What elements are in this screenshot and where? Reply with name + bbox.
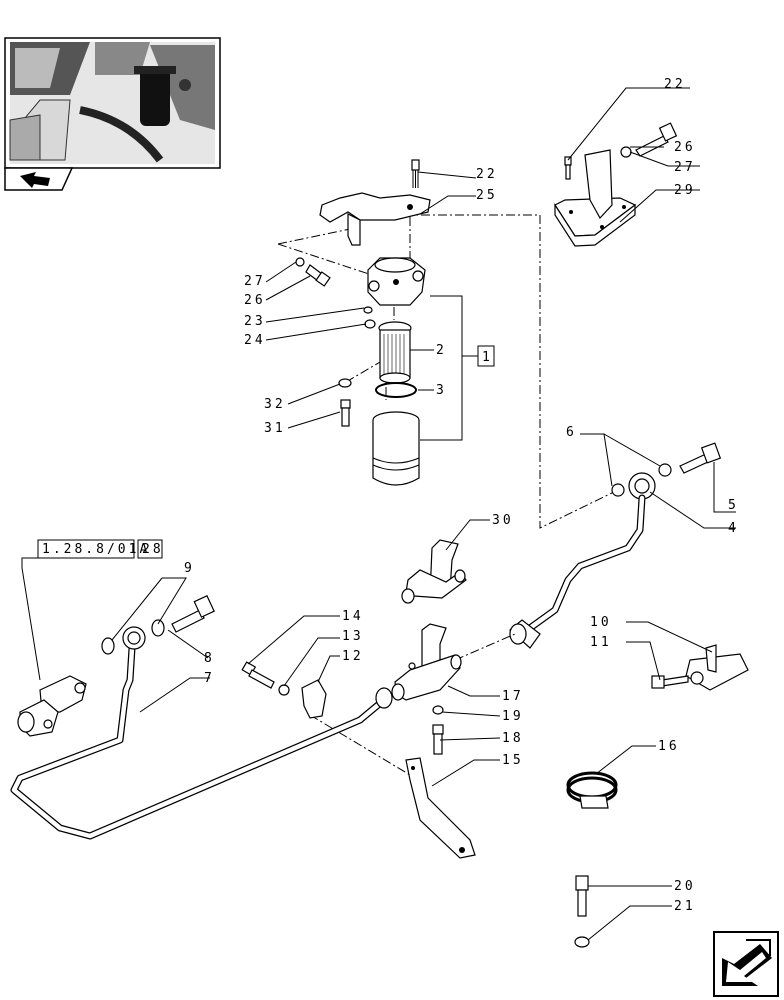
callout-4[interactable]: 4 (728, 521, 739, 536)
callout-18[interactable]: 18 (502, 731, 524, 746)
callout-8[interactable]: 8 (204, 651, 215, 666)
tractor-location-thumbnail (4, 37, 221, 169)
callout-25[interactable]: 25 (476, 188, 498, 203)
callout-29[interactable]: 29 (674, 183, 696, 198)
callout-14[interactable]: 14 (342, 609, 364, 624)
callout-27-top-right[interactable]: 27 (674, 160, 696, 175)
callout-12[interactable]: 12 (342, 649, 364, 664)
callout-23[interactable]: 23 (244, 314, 266, 329)
callout-19[interactable]: 19 (502, 709, 524, 724)
callout-22-center[interactable]: 22 (476, 167, 498, 182)
callout-5[interactable]: 5 (728, 498, 739, 513)
arrow-back-icon[interactable] (4, 167, 74, 191)
callout-26-top-right[interactable]: 26 (674, 140, 696, 155)
callout-26-center[interactable]: 26 (244, 293, 266, 308)
callout-27-center[interactable]: 27 (244, 274, 266, 289)
callout-1[interactable]: 1 (482, 350, 493, 365)
callout-30[interactable]: 30 (492, 513, 514, 528)
callout-15[interactable]: 15 (502, 753, 524, 768)
callout-11[interactable]: 11 (590, 635, 612, 650)
callout-31[interactable]: 31 (264, 421, 286, 436)
callout-7[interactable]: 7 (204, 671, 215, 686)
reference-page[interactable]: 28 (142, 542, 164, 557)
callout-13[interactable]: 13 (342, 629, 364, 644)
callout-2[interactable]: 2 (436, 343, 447, 358)
callout-6[interactable]: 6 (566, 425, 577, 440)
callout-10[interactable]: 10 (590, 615, 612, 630)
callout-16[interactable]: 16 (658, 739, 680, 754)
callout-9[interactable]: 9 (184, 561, 195, 576)
arrow-forward-icon[interactable] (713, 931, 779, 997)
callout-21[interactable]: 21 (674, 899, 696, 914)
callout-24[interactable]: 24 (244, 333, 266, 348)
callout-3[interactable]: 3 (436, 383, 447, 398)
reference-code-box[interactable] (37, 539, 135, 559)
reference-page-box[interactable] (137, 539, 163, 559)
callout-22-top-right[interactable]: 22 (664, 77, 686, 92)
callout-32[interactable]: 32 (264, 397, 286, 412)
callout-20[interactable]: 20 (674, 879, 696, 894)
reference-code[interactable]: 1.28.8/01A (42, 542, 150, 557)
callout-17[interactable]: 17 (502, 689, 524, 704)
